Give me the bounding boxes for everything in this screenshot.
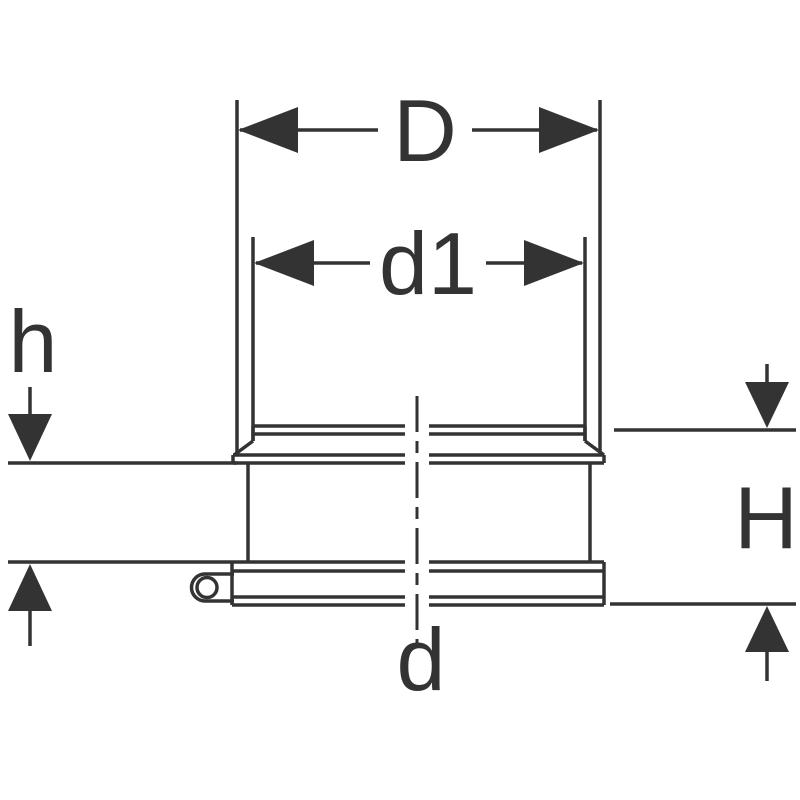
dimension-collar-height: h [8, 292, 237, 646]
fitting-outline [189, 424, 606, 607]
screw-head-circle [195, 575, 219, 600]
dimension-label-d1: d1 [379, 214, 477, 313]
arrowhead-down-icon [8, 414, 52, 461]
dimension-label-d: d [397, 610, 446, 709]
dimension-top-inner-diameter: d1 [251, 214, 587, 441]
arrowhead-right-icon [524, 240, 584, 286]
flange-slope-right [583, 439, 606, 457]
dimension-total-height: H [610, 364, 798, 681]
arrowhead-left-icon [254, 240, 314, 286]
screw-housing-end-cap [189, 572, 206, 603]
flange-slope-left [232, 439, 255, 457]
arrowhead-up-icon [8, 564, 52, 611]
arrowhead-down-icon [745, 382, 789, 428]
arrowhead-left-icon [238, 107, 298, 153]
dimension-label-D: D [393, 81, 457, 180]
dimension-label-H: H [734, 468, 798, 567]
dimension-label-h: h [9, 292, 58, 391]
arrowhead-up-icon [745, 606, 789, 652]
dimension-top-outer-diameter: D [235, 81, 602, 453]
arrowhead-right-icon [539, 107, 599, 153]
